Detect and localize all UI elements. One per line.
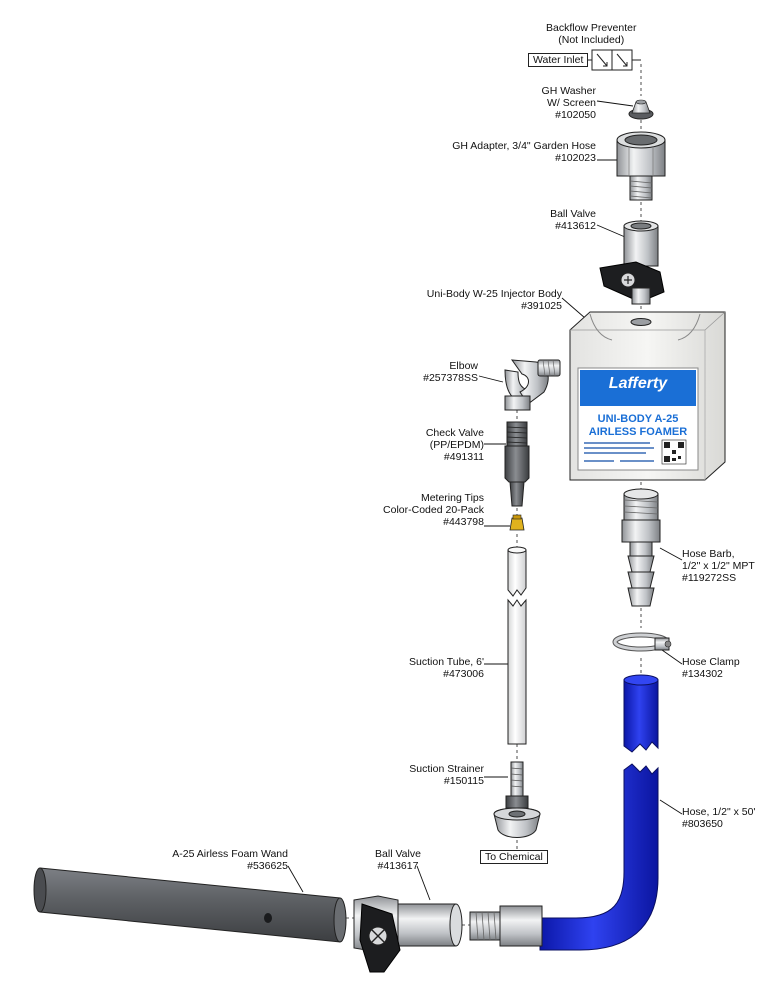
ball-valve-bottom-label: Ball Valve #413617	[375, 848, 421, 872]
backflow-arrow-icon	[596, 53, 628, 67]
suction-tube-label: Suction Tube, 6' #473006	[409, 656, 484, 680]
gh-adapter-label: GH Adapter, 3/4" Garden Hose #102023	[452, 140, 596, 164]
check-valve	[504, 421, 530, 507]
foam-wand-label: A-25 Airless Foam Wand #536625	[172, 848, 288, 872]
ball-valve-top	[599, 220, 665, 305]
metering-tip	[509, 514, 525, 531]
foam-wand	[33, 867, 347, 943]
ball-valve-top-label: Ball Valve #413612	[550, 208, 596, 232]
leader-lines	[287, 100, 683, 901]
metering-tips-label: Metering Tips Color-Coded 20-Pack #44379…	[383, 492, 484, 528]
suction-strainer-label: Suction Strainer #150115	[409, 763, 484, 787]
product-title-2: AIRLESS FOAMER	[589, 426, 687, 438]
injector-body: Lafferty UNI-BODY A-25 AIRLESS FOAMER	[569, 311, 726, 481]
hose-barb	[621, 488, 661, 607]
hose-barb-label: Hose Barb, 1/2" x 1/2" MPT #119272SS	[682, 548, 755, 584]
gh-washer	[628, 99, 654, 120]
qr-code-icon	[661, 439, 687, 465]
hose	[539, 674, 659, 951]
gh-adapter	[616, 131, 666, 201]
injector-body-label: Uni-Body W-25 Injector Body #391025	[426, 288, 562, 312]
hose-end-fitting	[469, 905, 543, 947]
elbow-label: Elbow #257378SS	[423, 360, 478, 384]
hose-clamp	[612, 632, 672, 652]
gh-washer-label: GH Washer W/ Screen #102050	[541, 85, 596, 121]
suction-strainer	[493, 761, 541, 838]
suction-tube	[507, 546, 527, 745]
water-inlet-label: Water Inlet	[528, 53, 589, 67]
ball-valve-bottom	[353, 895, 463, 973]
hose-label: Hose, 1/2" x 50' #803650	[682, 806, 756, 830]
hose-clamp-label: Hose Clamp #134302	[682, 656, 740, 680]
product-title-1: UNI-BODY A-25	[598, 413, 679, 425]
to-chemical-label: To Chemical	[480, 850, 548, 864]
check-valve-label: Check Valve (PP/EPDM) #491311	[425, 427, 484, 463]
brand-logo: Lafferty	[609, 375, 668, 392]
backflow-preventer	[572, 49, 641, 71]
elbow	[504, 359, 561, 411]
backflow-preventer-label: Backflow Preventer (Not Included)	[546, 22, 637, 46]
